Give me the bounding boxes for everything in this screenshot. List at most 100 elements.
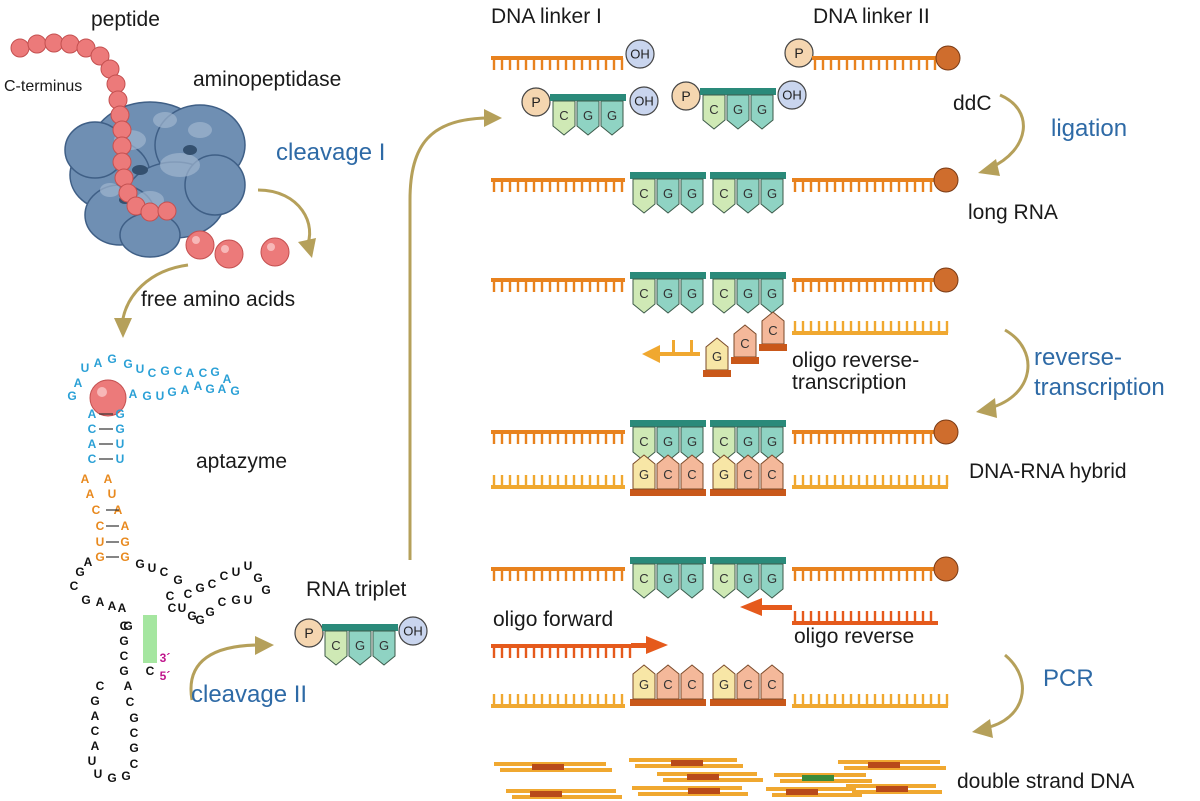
rna-triplet-2-base-G: G [750,94,774,130]
oligo-reverse-strand-tooth [809,611,813,623]
aptazyme-nucleotide: C [218,595,227,609]
hybrid-top-left-strand-tooth [564,432,568,444]
pcr-triplet-1-base-G-letter: G [687,571,697,586]
oligo-forward-strand-tooth [620,646,624,658]
long-rna-triplet-1-backbone [630,172,706,179]
peptide-amino-acid [27,34,47,54]
pcr-complement-1-base-C: C [680,664,704,700]
pcr-complement-2 [710,699,786,706]
pcr-complement-2-base-G: G [712,664,736,700]
rt-oligo-strand-tooth [937,321,941,333]
protein-shadow [183,145,197,155]
aptazyme-nucleotide: U [116,437,125,451]
long-rna-right-strand-backbone [792,178,938,182]
hybrid-bottom-right-strand-tooth [801,475,805,487]
rt-oligo-strand-tooth [817,321,821,333]
aptazyme-nucleotide: G [167,385,176,399]
pcr-complement-1-base-G: G [632,664,656,700]
pcr-top-right-strand-tooth [897,569,901,581]
triplet-1-phosphate-text: P [531,94,540,110]
pcr-triplet-2-base-C: C [712,563,736,599]
pcr-top-right-strand-tooth [825,569,829,581]
hybrid-bottom-left-strand-tooth [524,475,528,487]
aptazyme-nucleotide: C [166,589,175,603]
aminopeptidase-protein [64,101,246,258]
aptazyme-nucleotide: G [142,389,151,403]
aptazyme-nucleotide: G [107,352,116,366]
long-rna-left-strand-tooth [500,180,504,192]
peptide-amino-acid [112,120,132,140]
pcr-triplet-1-base-G: G [680,563,704,599]
pcr-top-left-strand-tooth [516,569,520,581]
aptazyme-nucleotide: A [223,372,232,386]
pcr-bottom-left-strand-tooth [564,694,568,706]
protein-highlight [153,112,177,128]
dna-linker-2-strand-tooth [909,58,913,70]
hybrid-bottom-right-strand-tooth [913,475,917,487]
oligo-reverse-strand-tooth [841,611,845,623]
hybrid-top-right-strand-tooth [849,432,853,444]
pcr-ddc-cap [933,556,959,582]
pcr-triplet-1-base-G-shape [656,563,680,599]
oligo-forward-strand-tooth [500,646,504,658]
rna-triplet-free-base-G: G [348,630,372,666]
hybrid-triplet-1-base-C-letter: C [639,434,648,449]
hybrid-top-right-strand-tooth [833,432,837,444]
aptazyme-amino-acid-shine [97,387,107,397]
peptide-amino-acid [157,201,177,221]
rna-triplet-free-base-C: C [324,630,348,666]
long-rna-triplet-2-base-C-letter: C [719,186,728,201]
aptazyme-nucleotide: A [186,366,195,380]
free-amino-acid [185,230,215,260]
pcr-bottom-right-strand-tooth [897,694,901,706]
protein-highlight [188,122,212,138]
rt-triplet-2-base-C: C [712,278,736,314]
pcr-top-left-strand-tooth [556,569,560,581]
oligo-forward-strand-tooth [524,646,528,658]
rt-oligo-strand-tooth [913,321,917,333]
aptazyme-nucleotide: C [130,726,139,740]
hybrid-triplet-1-base-G-letter: G [687,434,697,449]
pcr-top-left-strand-tooth [620,569,624,581]
rna-triplet-1-base-G: G [600,100,624,136]
label-oligo-reverse: oligo reverse [794,625,915,648]
aptazyme-nucleotide: U [156,389,165,403]
aptazyme-nucleotide: U [116,452,125,466]
aptazyme-nucleotide: C [91,724,100,738]
label-oligo-rt: oligo reverse- transcription [792,349,920,394]
rt-left-strand-tooth [596,280,600,292]
pcr-complement-1-base-C-letter: C [687,677,696,692]
pcr-top-right-strand-tooth [849,569,853,581]
pcr-bottom-right-strand-tooth [857,694,861,706]
dna-linker-2-strand-tooth [893,58,897,70]
hybrid-bottom-right-strand-tooth [849,475,853,487]
pcr-bottom-right-strand-tooth [809,694,813,706]
aptazyme-nucleotide: A [91,739,100,753]
long-rna-right-strand [792,178,938,192]
dna-linker-1-strand-tooth [588,58,592,70]
rt-oligo-strand-tooth [825,321,829,333]
rt-incoming-g: G [705,337,729,371]
long-rna-right-strand-tooth [897,180,901,192]
oligo-reverse-strand-tooth [825,611,829,623]
pcr-top-left-strand-tooth [508,569,512,581]
hybrid-complement-1-base-C-shape [680,454,704,490]
dna-linker-1-hydroxyl [625,39,655,69]
hybrid-bottom-right-strand-tooth [857,475,861,487]
long-rna-left-strand-tooth [612,180,616,192]
pcr-triplet-1-base-G-letter: G [663,571,673,586]
rt-left-strand-tooth [524,280,528,292]
long-rna-left-strand-tooth [532,180,536,192]
hybrid-bottom-left-strand-tooth [516,475,520,487]
rt-left-strand-tooth [516,280,520,292]
long-rna-right-strand-tooth [857,180,861,192]
label-dna-linker-1: DNA linker I [491,5,602,28]
pcr-bottom-left-strand-tooth [572,694,576,706]
long-rna-left-strand-tooth [540,180,544,192]
rt-oligo-strand-tooth [801,321,805,333]
rt-left-strand-tooth [564,280,568,292]
long-rna-left-strand-tooth [548,180,552,192]
aptazyme-nucleotide: G [95,550,104,564]
hybrid-top-left-strand-tooth [532,432,536,444]
rt-triplet-2-base-G: G [760,278,784,314]
